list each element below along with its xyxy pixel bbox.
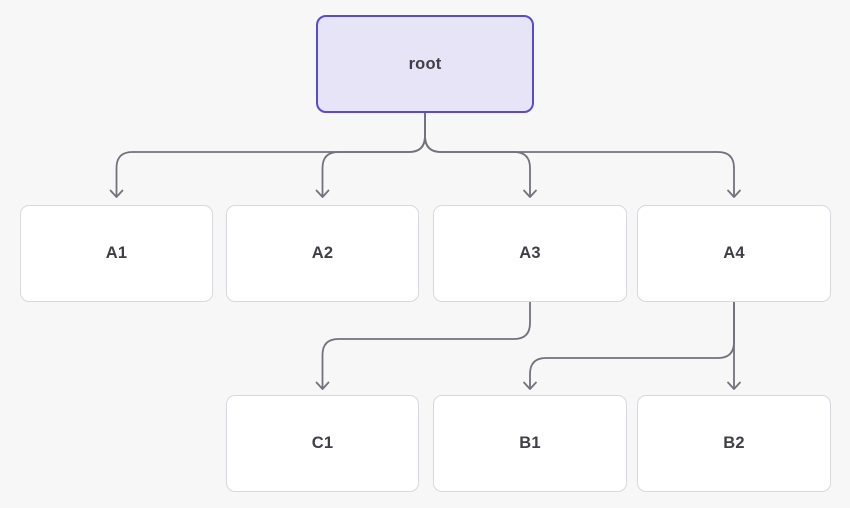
arrowhead-a4-b1 (523, 381, 537, 390)
node-a2-label: A2 (311, 244, 334, 262)
edge-root-a3 (424, 112, 531, 197)
node-b2-label: B2 (723, 434, 745, 452)
node-a1-label: A1 (105, 244, 128, 262)
node-root-label: root (408, 54, 442, 73)
node-a4-label: A4 (723, 244, 745, 262)
node-b1[interactable]: B1 (433, 395, 627, 492)
arrowhead-root-a1 (109, 189, 124, 198)
node-b2[interactable]: B2 (637, 395, 831, 492)
node-a2[interactable]: A2 (226, 205, 419, 302)
edge-a4-b1 (529, 301, 735, 389)
arrowhead-a4-b2 (727, 381, 741, 390)
arrowhead-root-a4 (727, 189, 741, 198)
edge-root-a4 (424, 112, 735, 197)
node-b1-label: B1 (519, 434, 541, 452)
arrowhead-a3-c1 (315, 381, 330, 390)
node-root[interactable]: root (316, 15, 534, 113)
node-a4[interactable]: A4 (637, 205, 831, 302)
arrowhead-root-a2 (315, 189, 330, 198)
edge-a3-c1 (321, 301, 531, 389)
node-a3-label: A3 (519, 244, 541, 262)
node-c1-label: C1 (311, 434, 334, 452)
edge-root-a1 (115, 112, 426, 197)
node-a3[interactable]: A3 (433, 205, 627, 302)
arrowhead-root-a3 (523, 189, 537, 198)
edge-root-a2 (321, 112, 426, 197)
node-c1[interactable]: C1 (226, 395, 419, 492)
node-a1[interactable]: A1 (20, 205, 213, 302)
